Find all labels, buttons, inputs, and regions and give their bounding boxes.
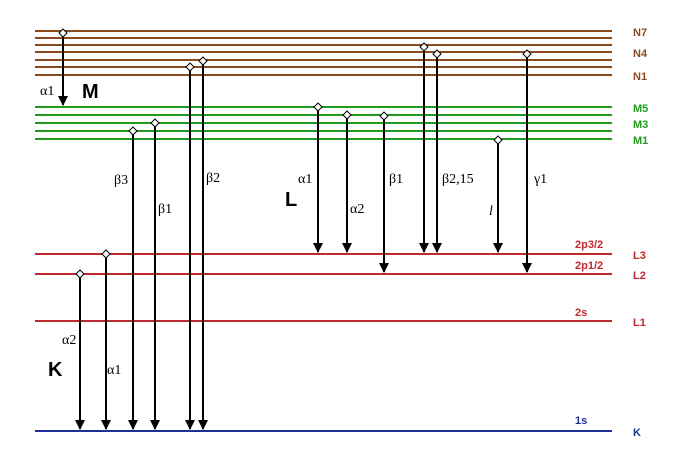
level-label-n1: N1 <box>633 71 647 83</box>
start-marker <box>522 49 532 59</box>
transition-start-markers <box>58 28 532 279</box>
line-label-l-beta2-15: β2,15 <box>442 172 474 187</box>
level-label-m3: M3 <box>633 119 648 131</box>
series-label-k: K <box>48 359 63 381</box>
level-label-l3: L3 <box>633 250 646 262</box>
orbital-label-2s: 2s <box>575 307 587 319</box>
line-label-l-gamma1: γ1 <box>533 172 547 187</box>
start-marker <box>313 102 323 112</box>
line-label-k-alpha1: α1 <box>107 363 121 378</box>
level-labels: N7 N4 N1 M5 M3 M1 L3 L2 L1 K 2p3/2 2p1/2… <box>575 27 648 439</box>
start-marker <box>75 269 85 279</box>
orbital-label-2p1-2: 2p1/2 <box>575 260 603 272</box>
series-labels: M L K <box>48 81 297 381</box>
orbital-label-1s: 1s <box>575 415 587 427</box>
line-label-k-alpha2: α2 <box>62 333 76 348</box>
series-label-l: L <box>285 189 297 211</box>
series-label-m: M <box>82 81 99 103</box>
line-label-k-beta1: β1 <box>158 202 172 217</box>
transition-arrows <box>58 33 532 430</box>
energy-levels <box>35 30 612 432</box>
orbital-label-2p3-2: 2p3/2 <box>575 239 603 251</box>
start-marker <box>198 56 208 66</box>
start-marker <box>58 28 68 38</box>
level-label-k: K <box>633 427 641 439</box>
start-marker <box>150 118 160 128</box>
start-marker <box>432 49 442 59</box>
start-marker <box>128 126 138 136</box>
start-marker <box>379 111 389 121</box>
level-label-l1: L1 <box>633 317 646 329</box>
line-label-l-alpha2: α2 <box>350 202 364 217</box>
start-marker <box>185 62 195 72</box>
line-labels: α1 α2 α1 β3 β1 β2 α1 α2 β1 β2,15 l γ1 <box>40 84 547 378</box>
line-label-k-beta2: β2 <box>206 171 220 186</box>
start-marker <box>342 110 352 120</box>
level-label-m1: M1 <box>633 135 648 147</box>
start-marker <box>419 42 429 52</box>
line-label-m-alpha1: α1 <box>40 84 54 99</box>
start-marker <box>493 135 503 145</box>
line-label-l-beta1: β1 <box>389 172 403 187</box>
level-label-m5: M5 <box>633 103 648 115</box>
line-label-l-alpha1: α1 <box>298 172 312 187</box>
level-label-n4: N4 <box>633 48 648 60</box>
start-marker <box>101 249 111 259</box>
line-label-k-beta3: β3 <box>114 173 128 188</box>
line-label-l-l: l <box>489 204 493 219</box>
level-label-n7: N7 <box>633 27 647 39</box>
level-label-l2: L2 <box>633 270 646 282</box>
